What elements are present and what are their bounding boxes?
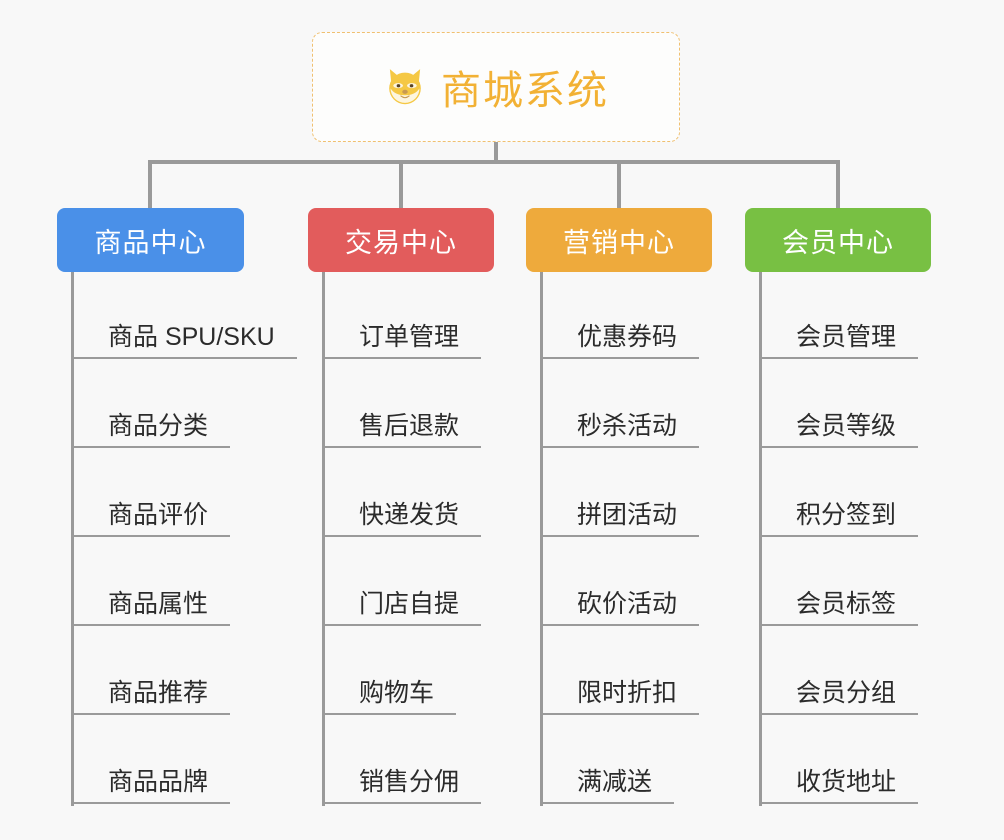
list-item[interactable]: 会员等级 bbox=[762, 361, 965, 450]
connector-drop-member-center bbox=[836, 160, 840, 208]
connector-drop-marketing-center bbox=[617, 160, 621, 208]
leaf-label: 快递发货 bbox=[325, 501, 482, 537]
leaf-label: 商品评价 bbox=[74, 501, 231, 537]
list-item[interactable]: 商品属性 bbox=[74, 539, 287, 628]
list-item[interactable]: 订单管理 bbox=[325, 272, 528, 361]
branch-product-center: 商品中心 商品 SPU/SKU 商品分类 商品评价 商品属性 商品推荐 商品品牌 bbox=[57, 208, 297, 806]
list-item[interactable]: 会员分组 bbox=[762, 628, 965, 717]
leaf-label: 会员标签 bbox=[762, 590, 919, 626]
leaf-label: 门店自提 bbox=[325, 590, 482, 626]
list-item[interactable]: 会员管理 bbox=[762, 272, 965, 361]
leaf-label: 积分签到 bbox=[762, 501, 919, 537]
leaf-label: 商品推荐 bbox=[74, 679, 231, 715]
leaf-label: 售后退款 bbox=[325, 412, 482, 448]
leaf-label: 商品属性 bbox=[74, 590, 231, 626]
leaf-label: 商品分类 bbox=[74, 412, 231, 448]
list-item[interactable]: 商品推荐 bbox=[74, 628, 287, 717]
leaf-list-member-center: 会员管理 会员等级 积分签到 会员标签 会员分组 收货地址 bbox=[759, 272, 965, 806]
leaf-list-product-center: 商品 SPU/SKU 商品分类 商品评价 商品属性 商品推荐 商品品牌 bbox=[71, 272, 297, 806]
category-label: 交易中心 bbox=[345, 227, 457, 258]
leaf-list-trade-center: 订单管理 售后退款 快递发货 门店自提 购物车 销售分佣 bbox=[322, 272, 528, 806]
leaf-label: 砍价活动 bbox=[543, 590, 700, 626]
leaf-label: 会员等级 bbox=[762, 412, 919, 448]
leaf-label: 会员管理 bbox=[762, 323, 919, 359]
leaf-label: 订单管理 bbox=[325, 323, 482, 359]
category-label: 营销中心 bbox=[563, 227, 675, 258]
list-item[interactable]: 秒杀活动 bbox=[543, 361, 746, 450]
leaf-label: 拼团活动 bbox=[543, 501, 700, 537]
leaf-label: 收货地址 bbox=[762, 768, 919, 804]
leaf-label: 满减送 bbox=[543, 768, 675, 804]
leaf-label: 限时折扣 bbox=[543, 679, 700, 715]
branch-member-center: 会员中心 会员管理 会员等级 积分签到 会员标签 会员分组 收货地址 bbox=[745, 208, 965, 806]
list-item[interactable]: 拼团活动 bbox=[543, 450, 746, 539]
category-header-member-center[interactable]: 会员中心 bbox=[745, 208, 931, 272]
connector-root-stem bbox=[494, 142, 498, 164]
connector-horizontal-bar bbox=[148, 160, 840, 164]
branch-marketing-center: 营销中心 优惠券码 秒杀活动 拼团活动 砍价活动 限时折扣 满减送 bbox=[526, 208, 746, 806]
list-item[interactable]: 销售分佣 bbox=[325, 717, 528, 806]
list-item[interactable]: 收货地址 bbox=[762, 717, 965, 806]
list-item[interactable]: 砍价活动 bbox=[543, 539, 746, 628]
shiba-dog-face-icon bbox=[383, 65, 427, 109]
leaf-label: 会员分组 bbox=[762, 679, 919, 715]
category-header-product-center[interactable]: 商品中心 bbox=[57, 208, 244, 272]
list-item[interactable]: 购物车 bbox=[325, 628, 528, 717]
list-item[interactable]: 限时折扣 bbox=[543, 628, 746, 717]
category-header-trade-center[interactable]: 交易中心 bbox=[308, 208, 494, 272]
branch-trade-center: 交易中心 订单管理 售后退款 快递发货 门店自提 购物车 销售分佣 bbox=[308, 208, 528, 806]
list-item[interactable]: 优惠券码 bbox=[543, 272, 746, 361]
leaf-label: 优惠券码 bbox=[543, 323, 700, 359]
category-label: 会员中心 bbox=[782, 227, 894, 258]
root-node[interactable]: 商城系统 bbox=[312, 32, 680, 142]
list-item[interactable]: 商品 SPU/SKU bbox=[74, 272, 297, 361]
list-item[interactable]: 商品品牌 bbox=[74, 717, 287, 806]
leaf-label: 秒杀活动 bbox=[543, 412, 700, 448]
list-item[interactable]: 快递发货 bbox=[325, 450, 528, 539]
list-item[interactable]: 满减送 bbox=[543, 717, 746, 806]
list-item[interactable]: 门店自提 bbox=[325, 539, 528, 628]
list-item[interactable]: 商品评价 bbox=[74, 450, 287, 539]
leaf-label: 商品 SPU/SKU bbox=[74, 323, 297, 359]
leaf-label: 购物车 bbox=[325, 679, 457, 715]
leaf-label: 商品品牌 bbox=[74, 768, 231, 804]
list-item[interactable]: 售后退款 bbox=[325, 361, 528, 450]
list-item[interactable]: 商品分类 bbox=[74, 361, 287, 450]
category-header-marketing-center[interactable]: 营销中心 bbox=[526, 208, 712, 272]
root-title: 商城系统 bbox=[441, 69, 609, 113]
list-item[interactable]: 积分签到 bbox=[762, 450, 965, 539]
leaf-list-marketing-center: 优惠券码 秒杀活动 拼团活动 砍价活动 限时折扣 满减送 bbox=[540, 272, 746, 806]
leaf-label: 销售分佣 bbox=[325, 768, 482, 804]
category-label: 商品中心 bbox=[94, 227, 207, 258]
connector-drop-product-center bbox=[148, 160, 152, 208]
connector-drop-trade-center bbox=[399, 160, 403, 208]
list-item[interactable]: 会员标签 bbox=[762, 539, 965, 628]
